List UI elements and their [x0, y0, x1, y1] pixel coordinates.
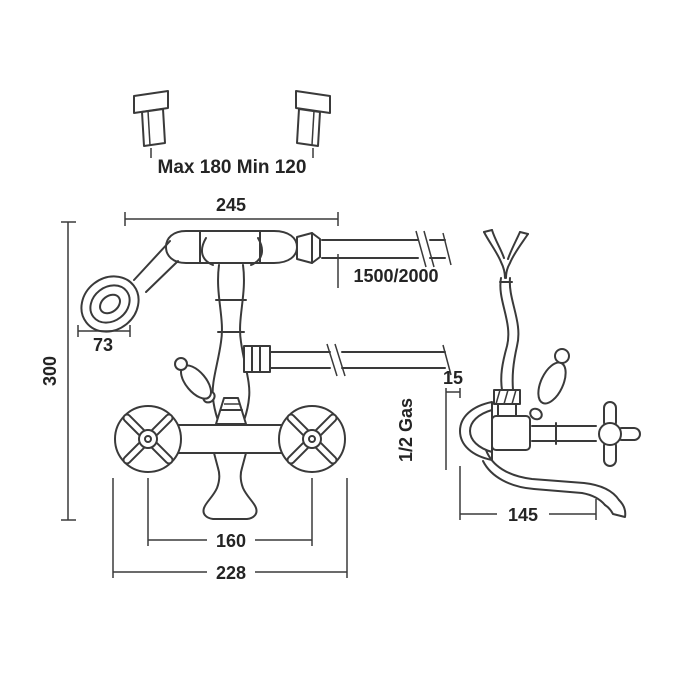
dim-spout-reach-label: 145 [508, 505, 538, 525]
dim-bracket-spacing-label: Max 180 Min 120 [158, 157, 307, 178]
dim-hose-length-label: 1500/2000 [353, 266, 438, 286]
dim-top-width: 245 [124, 195, 339, 226]
cross-handle-right [278, 405, 346, 473]
mixer-body-side [491, 415, 531, 451]
dim-handset-diameter-label: 73 [93, 335, 113, 355]
shower-head-face [80, 275, 140, 333]
wall-bracket-right [295, 90, 331, 158]
spout-front [202, 452, 258, 520]
dim-handle-centers: 160 [147, 478, 313, 551]
cross-handle-side [531, 401, 641, 467]
column-base-nut [215, 397, 247, 425]
dim-overall-height-label: 300 [40, 356, 60, 386]
dim-connection: 1/2 Gas [396, 398, 416, 462]
wall-bracket-left [133, 90, 169, 158]
shower-hose-lower [243, 343, 452, 377]
spout-side [482, 449, 627, 518]
cross-handle-left [114, 405, 182, 473]
wall-brackets: Max 180 Min 120 [133, 90, 331, 178]
hand-shower [80, 240, 179, 333]
dim-body-width-label: 228 [216, 563, 246, 583]
handset-grip [165, 230, 298, 264]
dim-handle-centers-label: 160 [216, 531, 246, 551]
diverter-lever-side [529, 348, 570, 421]
cradle-bracket [200, 237, 264, 266]
front-view: 245 1500/2000 [40, 195, 452, 583]
diverter-lever-front [174, 357, 216, 404]
wall-plate-side [459, 401, 493, 461]
hose-connector [296, 232, 321, 264]
column-nut-side [493, 389, 521, 417]
dim-wall-offset-label: 15 [443, 368, 463, 388]
dim-connection-label: 1/2 Gas [396, 398, 416, 462]
dim-body-width: 228 [112, 478, 348, 583]
dim-hose-length: 1500/2000 [337, 254, 439, 288]
dim-top-width-label: 245 [216, 195, 246, 215]
dim-spout-reach: 145 [459, 466, 597, 525]
dim-wall-offset: 15 [443, 368, 463, 470]
dim-handset-diameter: 73 [77, 325, 131, 355]
side-view: 15 1/2 Gas 145 [396, 229, 641, 525]
fork-cradle-side [483, 229, 529, 391]
dim-overall-height: 300 [40, 221, 76, 521]
